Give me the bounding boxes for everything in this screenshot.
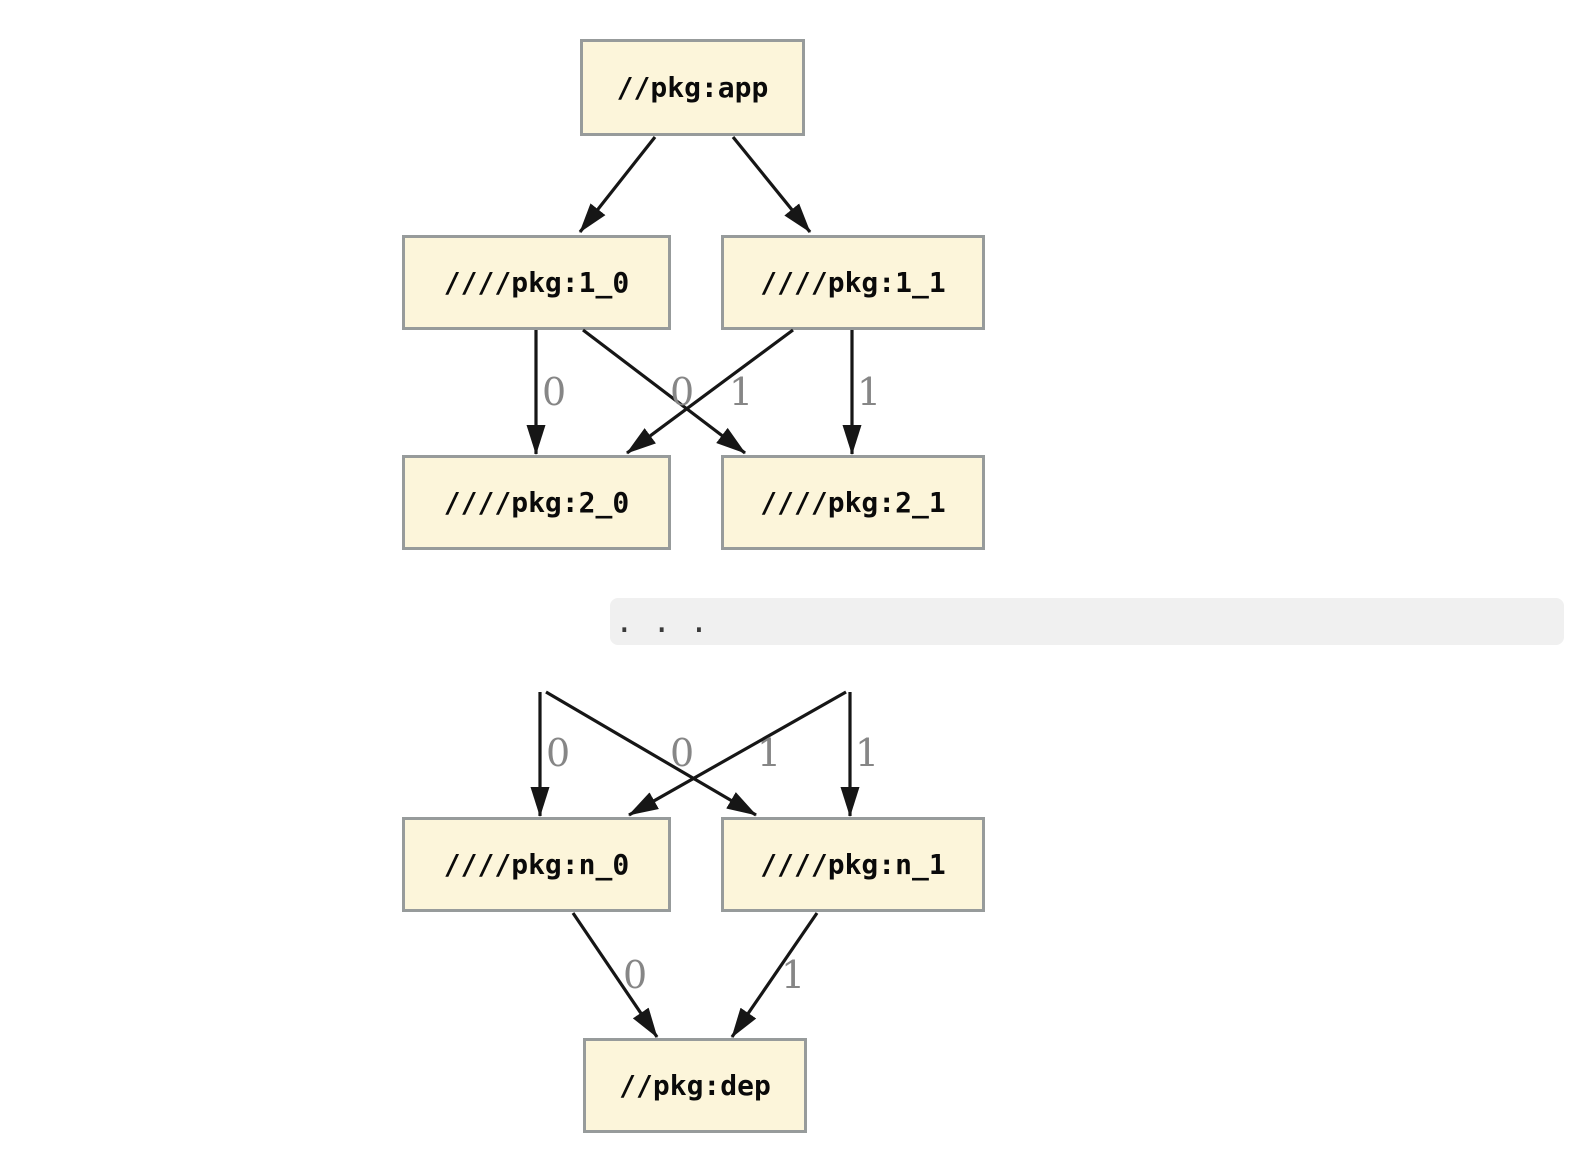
edge-n-1-to-dep — [730, 912, 819, 1038]
edge-elided-to-n-1-cross — [545, 690, 757, 817]
edge-label-n-1-to-dep: 1 — [781, 953, 805, 997]
edge-label-1-1-to-2-0: 1 — [729, 370, 753, 414]
graph-node-dep-label: //pkg:dep — [619, 1069, 771, 1102]
edge-label-1-1-to-2-1: 1 — [857, 370, 881, 414]
edge-label-elided-to-n-0-cross: 1 — [757, 731, 781, 775]
graph-node-n-1-label: ////pkg:n_1 — [760, 848, 946, 881]
edge-1-1-to-2-0 — [626, 328, 794, 455]
edge-app-to-1-1 — [731, 135, 812, 234]
graph-node-2-0: ////pkg:2_0 — [402, 455, 671, 550]
graph-node-app: //pkg:app — [580, 39, 805, 136]
graph-node-n-1: ////pkg:n_1 — [721, 817, 985, 912]
graph-node-2-1: ////pkg:2_1 — [721, 455, 985, 550]
ellipsis-code-block: . . . — [610, 598, 1564, 645]
graph-node-dep: //pkg:dep — [583, 1038, 807, 1133]
edge-1-0-to-2-1 — [582, 328, 746, 455]
edge-label-elided-to-n-0: 0 — [546, 731, 570, 775]
graph-node-app-label: //pkg:app — [616, 71, 769, 104]
graph-node-n-0-label: ////pkg:n_0 — [443, 848, 630, 881]
edge-label-elided-to-n-1: 1 — [855, 731, 879, 775]
edge-label-1-0-to-2-1: 0 — [670, 370, 694, 414]
edge-app-to-1-0 — [578, 136, 657, 233]
graph-node-2-0-label: ////pkg:2_0 — [443, 486, 630, 519]
graph-node-1-1: ////pkg:1_1 — [721, 235, 985, 330]
edge-label-n-0-to-dep: 0 — [623, 953, 647, 997]
graph-node-1-1-label: ////pkg:1_1 — [760, 266, 946, 299]
graph-node-1-0-label: ////pkg:1_0 — [443, 266, 630, 299]
edge-elided-to-n-0-cross — [628, 690, 847, 817]
ellipsis-text: . . . — [615, 603, 709, 640]
edge-label-elided-to-n-1-cross: 0 — [670, 731, 694, 775]
graph-node-1-0: ////pkg:1_0 — [402, 235, 671, 330]
edge-label-1-0-to-2-0: 0 — [542, 370, 566, 414]
graph-node-2-1-label: ////pkg:2_1 — [760, 486, 946, 519]
graph-node-n-0: ////pkg:n_0 — [402, 817, 671, 912]
edge-n-0-to-dep — [571, 912, 659, 1038]
